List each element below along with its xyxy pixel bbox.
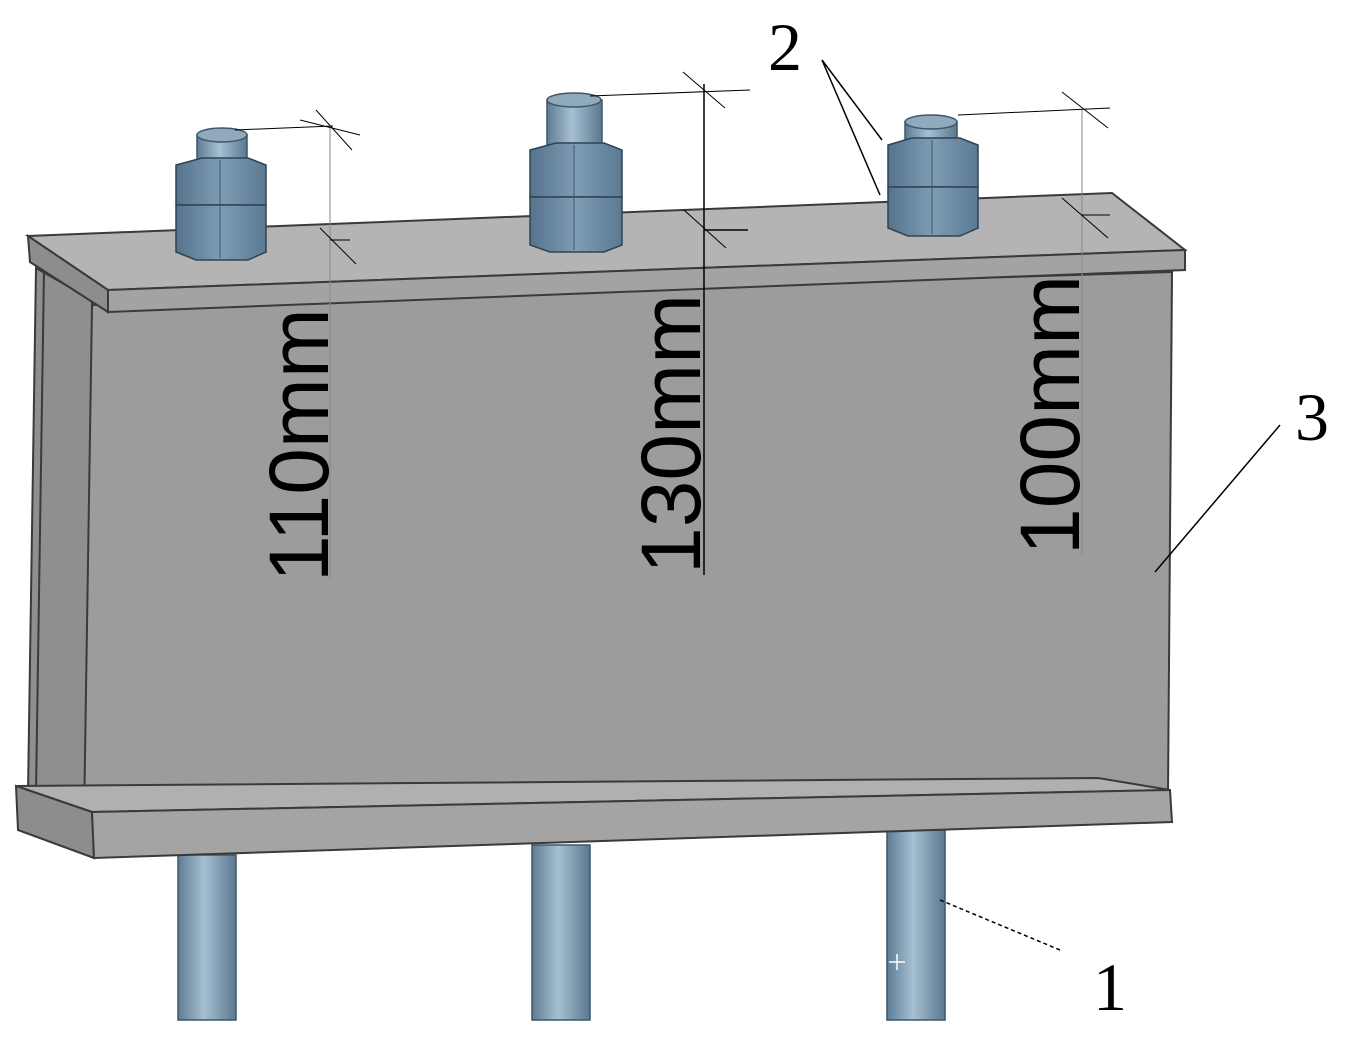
nut-right-lower [887, 186, 979, 237]
nut-assembly-left [175, 127, 267, 261]
dimension-lines [234, 71, 1111, 580]
dimension-label-right: 100mm [1003, 275, 1097, 555]
callout-label-beam: 3 [1295, 379, 1329, 455]
anchor-rods-lower [177, 829, 946, 1021]
steel-beam [14, 191, 1188, 860]
anchor-rod-right-lower [886, 829, 946, 1021]
nut-assembly-middle [529, 92, 623, 253]
anchor-rod-left-lower [177, 854, 237, 1021]
dimension-label-left: 110mm [252, 308, 346, 582]
anchor-rod-middle-lower [531, 844, 591, 1021]
threaded-rod-left-top [196, 127, 248, 143]
callout-leaders [821, 59, 1281, 951]
beam-top-flange-front [107, 248, 1186, 314]
nut-assembly-right [887, 114, 979, 237]
threaded-rod-middle-top [546, 92, 602, 108]
callout-label-anchor-rod: 1 [1093, 949, 1127, 1025]
nut-left-lower [175, 204, 267, 261]
beam-bottom-flange-front [90, 788, 1174, 860]
cursor-cross-icon [889, 954, 905, 970]
nut-middle-upper [529, 142, 623, 198]
nut-middle-lower [529, 196, 623, 253]
callout-label-nuts: 2 [768, 9, 802, 85]
nut-right-upper [887, 137, 979, 188]
nut-left-upper [175, 157, 267, 206]
dimension-label-middle: 130mm [624, 294, 718, 574]
threaded-rod-right-top [904, 114, 958, 130]
